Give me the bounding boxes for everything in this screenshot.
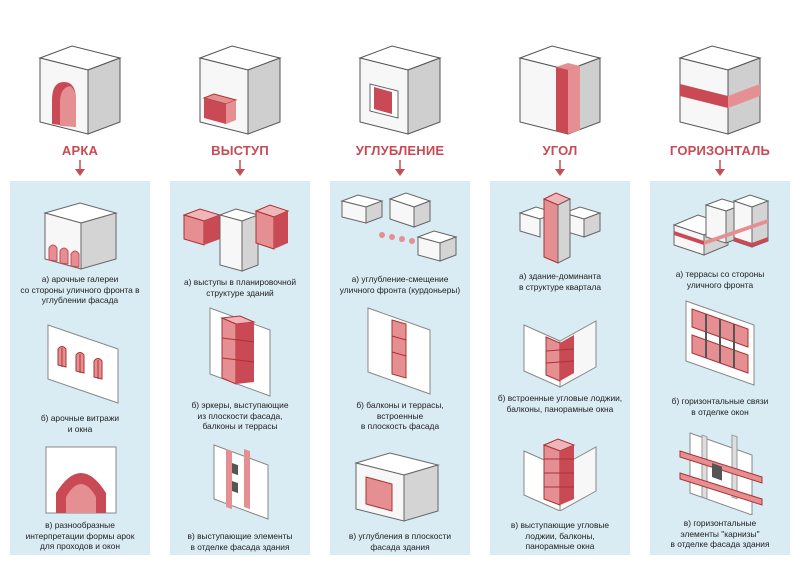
caption-b: б) эркеры, выступающие из плоскости фаса… [191,400,289,432]
column-horizontal: ГОРИЗОНТАЛЬ а) террасы со стороны улично… [650,0,790,566]
caption-b: б) встроенные угловые лоджии, балконы, п… [497,393,623,414]
examples-panel: а) арочные галереи со стороны уличного ф… [10,181,150,555]
protrusion-plan-illustration [182,204,290,272]
column-arch: АРКА а) арочные галереи со стороны уличн… [10,0,150,566]
category-title: УГОЛ [542,143,578,158]
caption-a: а) арочные галереи со стороны уличного ф… [20,274,140,306]
caption-c: в) выступающие элементы в отделке фасада… [187,531,293,552]
recess-cube-icon [358,45,442,135]
arch-shapes-illustration [45,446,117,514]
caption-c: в) разнообразные интерпретации формы аро… [25,520,135,552]
caption-c: в) выступающие угловые лоджии, балконы, … [510,520,610,552]
dominant-building-illustration [518,192,602,264]
bay-window-illustration [209,307,271,397]
protrusion-cube-icon [198,45,282,135]
facade-recess-illustration [354,452,440,522]
protruding-corner-illustration [523,438,597,511]
column-corner: УГОЛ а) здание-доминанта в структуре ква… [490,0,630,566]
examples-panel: а) здание-доминанта в структуре квартала… [490,181,630,555]
arrow-down-icon [395,160,405,176]
recessed-balcony-illustration [367,307,431,395]
arrow-down-icon [235,160,245,176]
caption-c: в) горизонтальные элементы "карнизы" в о… [670,518,770,550]
corner-loggia-illustration [523,320,597,388]
arch-cube-icon [38,45,122,135]
terraces-illustration [672,194,770,256]
column-protrusion: ВЫСТУП а) выступы в планировочной структ… [170,0,310,566]
arrow-down-icon [555,160,565,176]
examples-panel: а) террасы со стороны уличного фронта б)… [650,181,790,555]
arch-gallery-illustration [43,202,118,270]
caption-a: а) выступы в планировочной структуре зда… [183,277,297,298]
arch-windows-illustration [47,324,119,404]
courtyard-illustration [340,192,458,262]
facade-elements-illustration [213,444,269,520]
corner-cube-icon [518,45,602,135]
caption-a: а) углубление-смещение уличного фронта (… [339,274,461,295]
category-title: ВЫСТУП [211,143,269,158]
caption-a: а) здание-доминанта в структуре квартала [518,271,602,292]
cornice-illustration [679,432,763,515]
caption-c: в) углубления в плоскости фасада здания [348,531,452,552]
caption-b: б) горизонтальные связи в отделке окон [671,396,769,417]
examples-panel: а) углубление-смещение уличного фронта (… [330,181,470,555]
arrow-down-icon [75,160,85,176]
caption-b: б) балконы и террасы, встроенные в плоск… [356,400,444,432]
category-title: УГЛУБЛЕНИЕ [355,143,445,158]
category-title: АРКА [61,143,99,158]
horizontal-cube-icon [678,45,762,135]
column-recess: УГЛУБЛЕНИЕ а) углубление-смещение улично… [330,0,470,566]
caption-b: б) арочные витражи и окна [40,413,120,434]
category-title: ГОРИЗОНТАЛЬ [669,143,771,158]
window-bands-illustration [685,300,755,386]
caption-a: а) террасы со стороны уличного фронта [675,269,765,290]
arrow-down-icon [715,160,725,176]
examples-panel: а) выступы в планировочной структуре зда… [170,181,310,555]
